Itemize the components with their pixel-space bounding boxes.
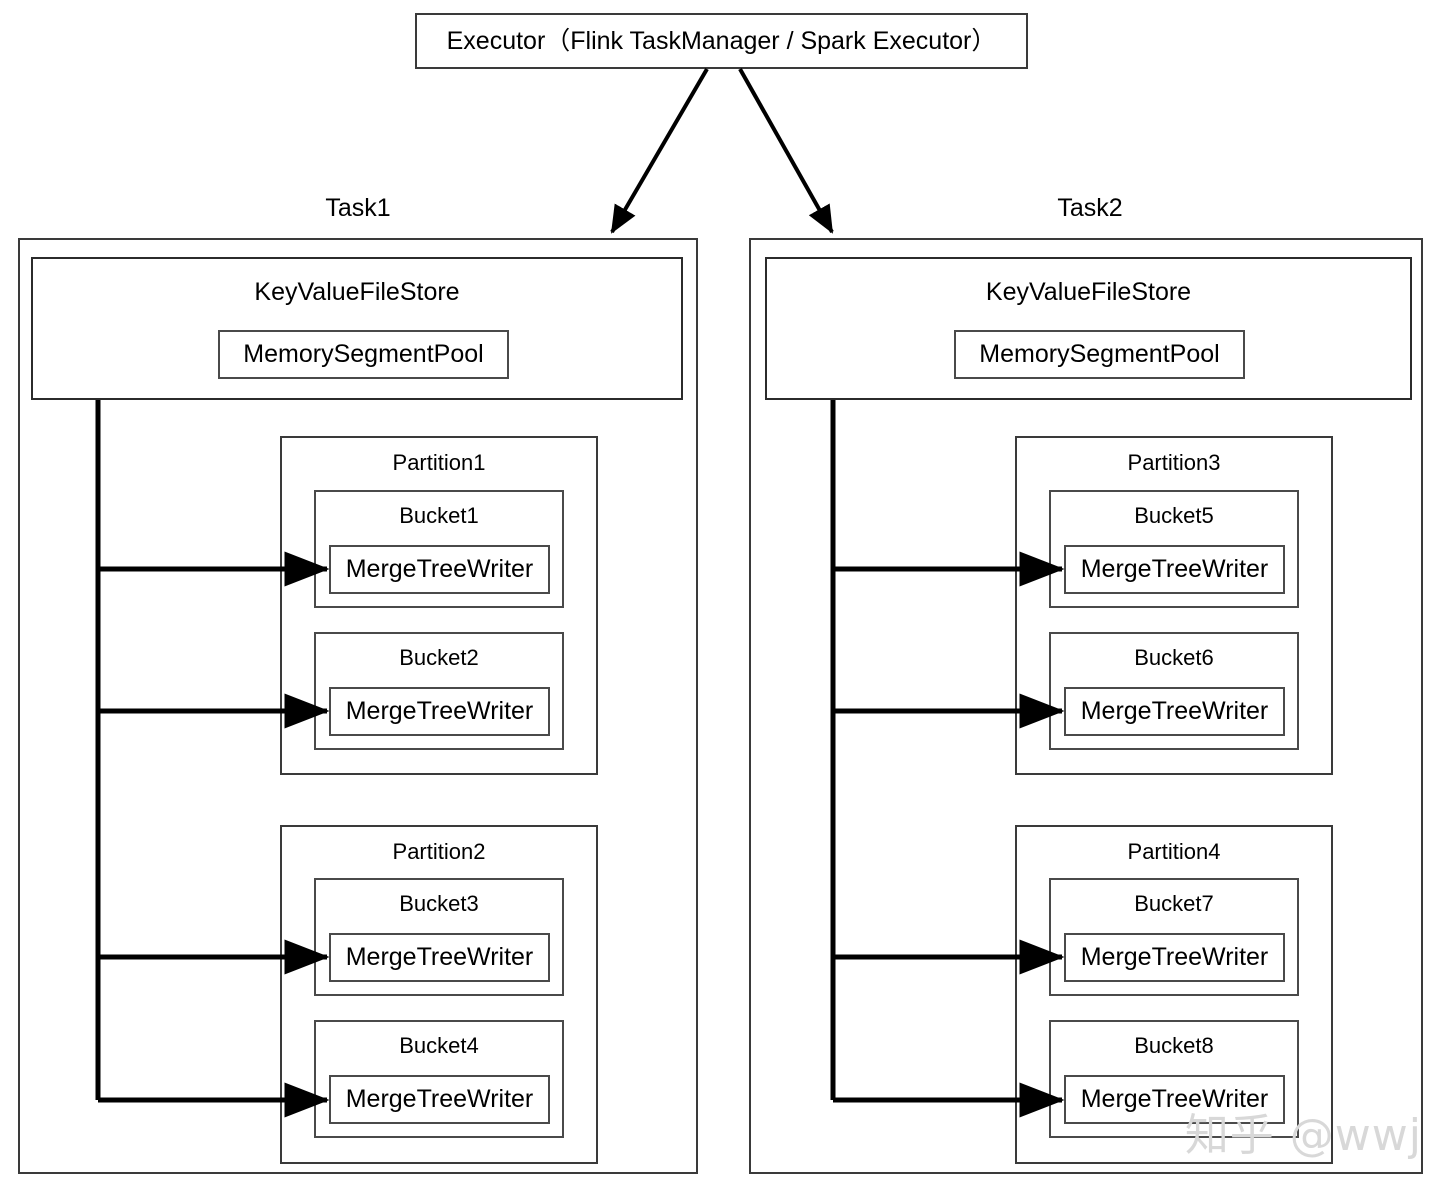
mergetreewriter-box-8 xyxy=(1064,1075,1285,1124)
mergetreewriter-label-1: MergeTreeWriter xyxy=(345,555,534,583)
keyvaluefilestore-box-1 xyxy=(31,257,683,400)
memorysegmentpool-box-1 xyxy=(218,330,509,379)
bucket-title-7: Bucket7 xyxy=(1134,891,1214,916)
mergetreewriter-box-3 xyxy=(329,933,550,982)
mergetreewriter-box-5 xyxy=(1064,545,1285,594)
mergetreewriter-box-6 xyxy=(1064,687,1285,736)
bucket-title-4: Bucket4 xyxy=(399,1033,479,1058)
executor-box xyxy=(415,13,1028,69)
bucket-title-8: Bucket8 xyxy=(1134,1033,1214,1058)
mergetreewriter-label-6: MergeTreeWriter xyxy=(1080,697,1269,725)
executor-label: Executor（Flink TaskManager / Spark Execu… xyxy=(446,26,997,55)
keyvaluefilestore-title-1: KeyValueFileStore xyxy=(254,278,460,306)
partition-title-4: Partition4 xyxy=(1127,839,1221,864)
bucket-title-2: Bucket2 xyxy=(399,645,479,670)
mergetreewriter-label-4: MergeTreeWriter xyxy=(345,1085,534,1113)
mergetreewriter-label-5: MergeTreeWriter xyxy=(1080,555,1269,583)
keyvaluefilestore-title-2: KeyValueFileStore xyxy=(985,278,1192,306)
mergetreewriter-box-4 xyxy=(329,1075,550,1124)
watermark: 知乎 @wwj xyxy=(1184,1110,1422,1161)
mergetreewriter-box-7 xyxy=(1064,933,1285,982)
task-title-1: Task1 xyxy=(325,194,391,222)
mergetreewriter-label-7: MergeTreeWriter xyxy=(1080,943,1269,971)
bucket-title-3: Bucket3 xyxy=(399,891,479,916)
partition-title-2: Partition2 xyxy=(392,839,486,864)
mergetreewriter-label-8: MergeTreeWriter xyxy=(1080,1085,1269,1113)
bucket-title-6: Bucket6 xyxy=(1134,645,1214,670)
arrow-executor-to-task1 xyxy=(610,67,709,234)
partition-title-1: Partition1 xyxy=(392,450,486,475)
mergetreewriter-label-3: MergeTreeWriter xyxy=(345,943,534,971)
memorysegmentpool-box-2 xyxy=(954,330,1245,379)
task-title-2: Task2 xyxy=(1057,194,1123,222)
mergetreewriter-box-2 xyxy=(329,687,550,736)
mergetreewriter-box-1 xyxy=(329,545,550,594)
arrow-executor-to-task2 xyxy=(738,68,834,234)
bucket-title-1: Bucket1 xyxy=(399,503,479,528)
mergetreewriter-label-2: MergeTreeWriter xyxy=(345,697,534,725)
bucket-title-5: Bucket5 xyxy=(1134,503,1214,528)
partition-title-3: Partition3 xyxy=(1127,450,1221,475)
memorysegmentpool-label-1: MemorySegmentPool xyxy=(243,340,484,368)
memorysegmentpool-label-2: MemorySegmentPool xyxy=(979,340,1220,368)
